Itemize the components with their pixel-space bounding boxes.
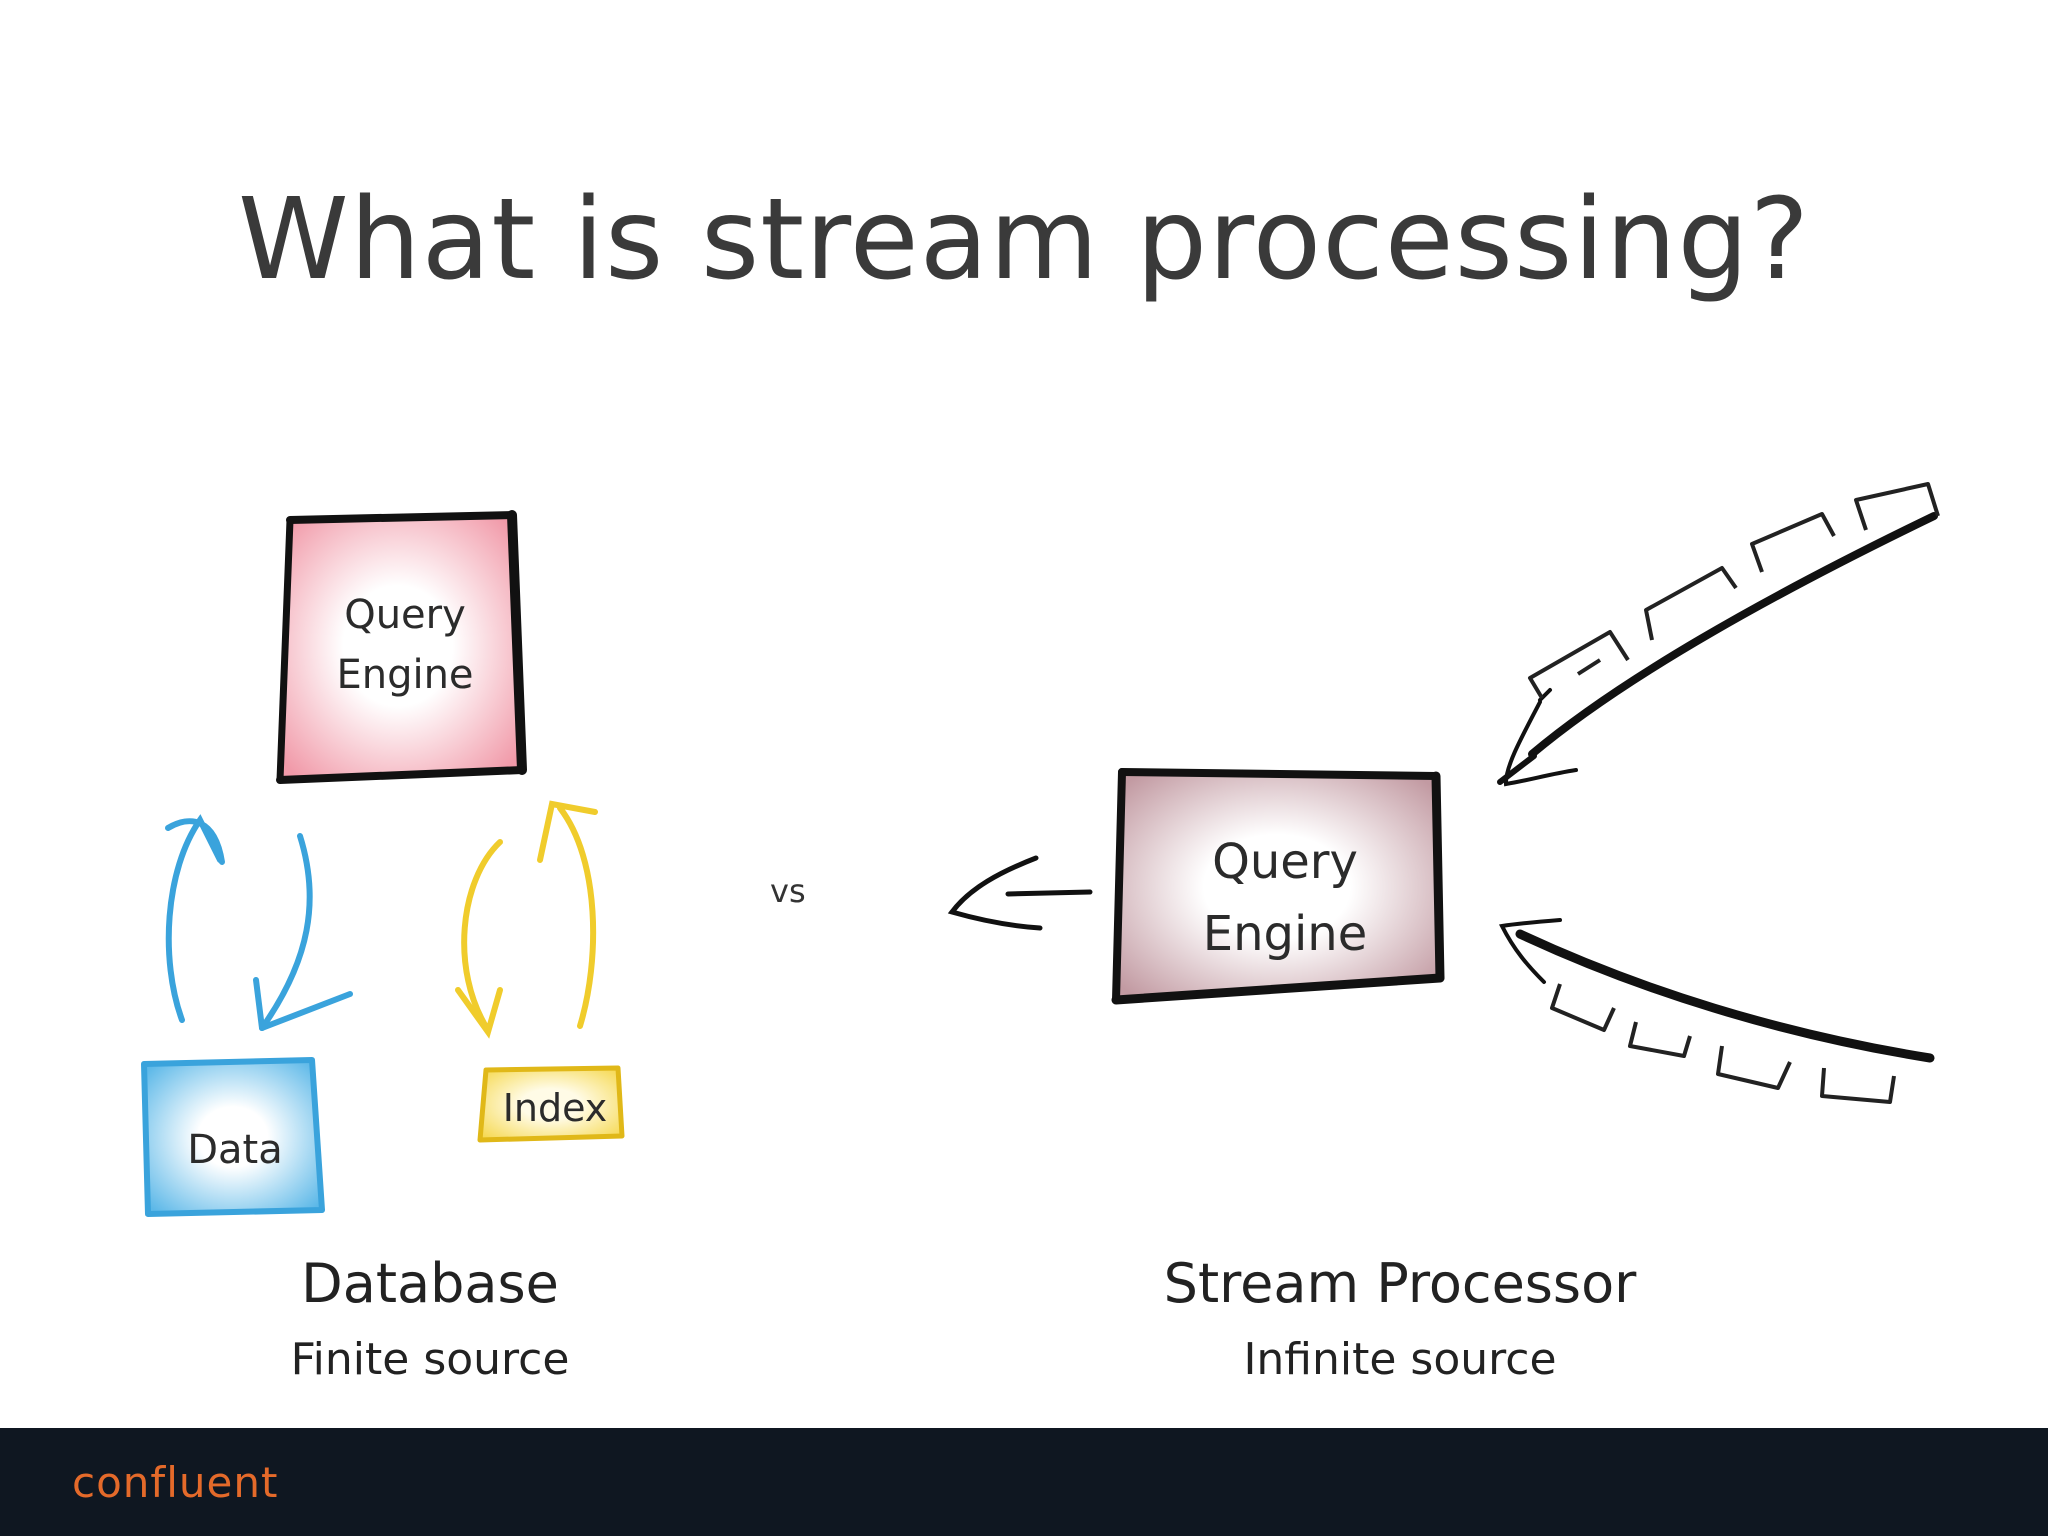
upper-incoming-stream-arrow <box>1497 512 1938 787</box>
stream-processor-caption: Stream Processor <box>1163 1252 1637 1315</box>
db-query-engine-line2: Engine <box>336 652 474 698</box>
db-query-engine-box <box>276 510 527 784</box>
confluent-logo-text: confluent <box>72 1457 279 1507</box>
lower-stream-events <box>1550 983 1896 1104</box>
index-label: Index <box>502 1086 608 1130</box>
upper-stream-events <box>1528 482 1940 700</box>
slide-title: What is stream processing? <box>237 175 1811 305</box>
database-caption: Database <box>301 1252 559 1315</box>
database-subcaption: Finite source <box>290 1334 570 1385</box>
vs-label: vs <box>770 872 806 910</box>
stream-query-engine-label: Query Engine <box>1150 826 1420 970</box>
db-query-engine-label: Query Engine <box>300 585 510 705</box>
stream-query-engine-line1: Query <box>1212 834 1358 890</box>
stream-processor-subcaption: Infinite source <box>1243 1334 1557 1385</box>
data-label: Data <box>187 1127 283 1173</box>
output-arrow <box>947 855 1093 931</box>
data-box <box>141 1057 325 1217</box>
index-box <box>477 1065 625 1143</box>
data-flow-arrows <box>165 814 353 1031</box>
footer-bar <box>0 1428 2048 1536</box>
stream-query-engine-box <box>1111 768 1445 1005</box>
db-query-engine-line1: Query <box>344 592 466 638</box>
confluent-logo: confluent <box>66 1452 278 1512</box>
index-flow-arrows <box>455 800 598 1039</box>
lower-incoming-stream-arrow <box>1498 918 1935 1063</box>
stream-query-engine-line2: Engine <box>1202 906 1368 962</box>
